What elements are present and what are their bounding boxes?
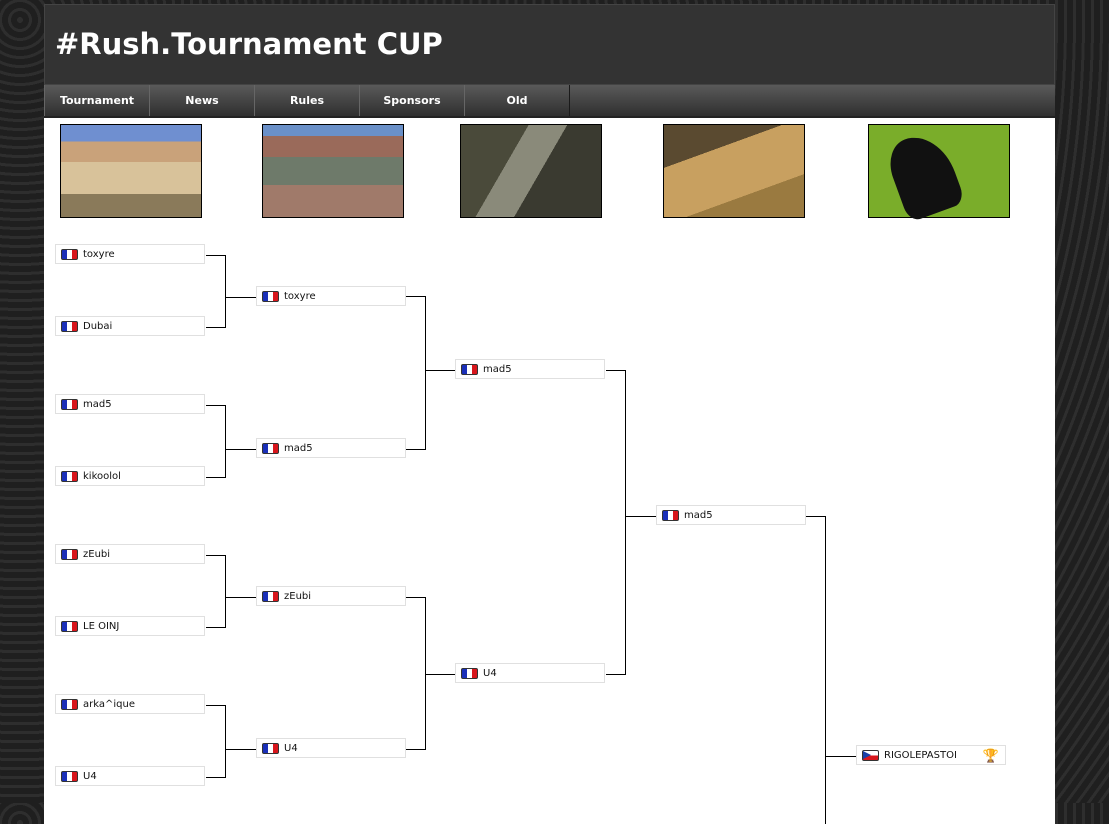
team-name: toxyre — [284, 291, 316, 302]
team-name: U4 — [284, 743, 298, 754]
flag-fr-icon — [61, 699, 78, 710]
team-name: U4 — [83, 771, 97, 782]
bracket-slot-round2[interactable]: toxyre — [256, 286, 406, 306]
team-name: arka^ique — [83, 699, 135, 710]
bracket-slot-round3[interactable]: U4 — [455, 663, 605, 683]
flag-fr-icon — [262, 291, 279, 302]
header: #Rush.Tournament CUP — [44, 4, 1055, 85]
team-name: kikoolol — [83, 471, 121, 482]
bracket-slot-round2[interactable]: mad5 — [256, 438, 406, 458]
flag-fr-icon — [61, 471, 78, 482]
team-name: zEubi — [284, 591, 312, 602]
flag-fr-icon — [262, 743, 279, 754]
map-inferno-image — [262, 124, 404, 218]
bracket-slot-round1[interactable]: LE OINJ — [55, 616, 205, 636]
page-container: #Rush.Tournament CUP Tournament News Rul… — [44, 4, 1055, 824]
bracket-slot-final[interactable]: RIGOLEPASTOI 🏆 — [856, 745, 1006, 765]
team-name: toxyre — [83, 249, 115, 260]
flag-fr-icon — [61, 771, 78, 782]
bracket-slot-round1[interactable]: kikoolol — [55, 466, 205, 486]
flag-fr-icon — [262, 443, 279, 454]
map-dust-image — [663, 124, 805, 218]
bracket-slot-round2[interactable]: U4 — [256, 738, 406, 758]
bracket-slot-round1[interactable]: arka^ique — [55, 694, 205, 714]
trophy-icon: 🏆 — [982, 749, 999, 764]
bracket-slot-round4[interactable]: mad5 — [656, 505, 806, 525]
map-banner-image — [868, 124, 1010, 223]
flag-fr-icon — [61, 549, 78, 560]
flag-fr-icon — [61, 249, 78, 260]
team-name: RIGOLEPASTOI — [884, 750, 957, 761]
bracket-slot-round1[interactable]: toxyre — [55, 244, 205, 264]
bracket-slot-round1[interactable]: zEubi — [55, 544, 205, 564]
team-name: mad5 — [684, 510, 713, 521]
team-name: zEubi — [83, 549, 111, 560]
bracket-slot-round1[interactable]: mad5 — [55, 394, 205, 414]
bracket-slot-round1[interactable]: U4 — [55, 766, 205, 786]
team-name: LE OINJ — [83, 621, 120, 632]
bracket-slot-round1[interactable]: Dubai — [55, 316, 205, 336]
bracket-slot-round3[interactable]: mad5 — [455, 359, 605, 379]
team-name: mad5 — [483, 364, 512, 375]
flag-fr-icon — [461, 668, 478, 679]
flag-fr-icon — [662, 510, 679, 521]
team-name: mad5 — [83, 399, 112, 410]
team-name: Dubai — [83, 321, 113, 332]
flag-fr-icon — [61, 621, 78, 632]
flag-fr-icon — [461, 364, 478, 375]
flag-fr-icon — [61, 399, 78, 410]
flag-fr-icon — [61, 321, 78, 332]
map-italy-image — [60, 124, 202, 218]
bracket-connectors — [206, 255, 856, 824]
flag-cz-icon — [862, 750, 879, 761]
team-name: U4 — [483, 668, 497, 679]
site-title: #Rush.Tournament CUP — [55, 27, 443, 61]
flag-fr-icon — [262, 591, 279, 602]
team-name: mad5 — [284, 443, 313, 454]
map-train-image — [460, 124, 602, 218]
bracket-slot-round2[interactable]: zEubi — [256, 586, 406, 606]
